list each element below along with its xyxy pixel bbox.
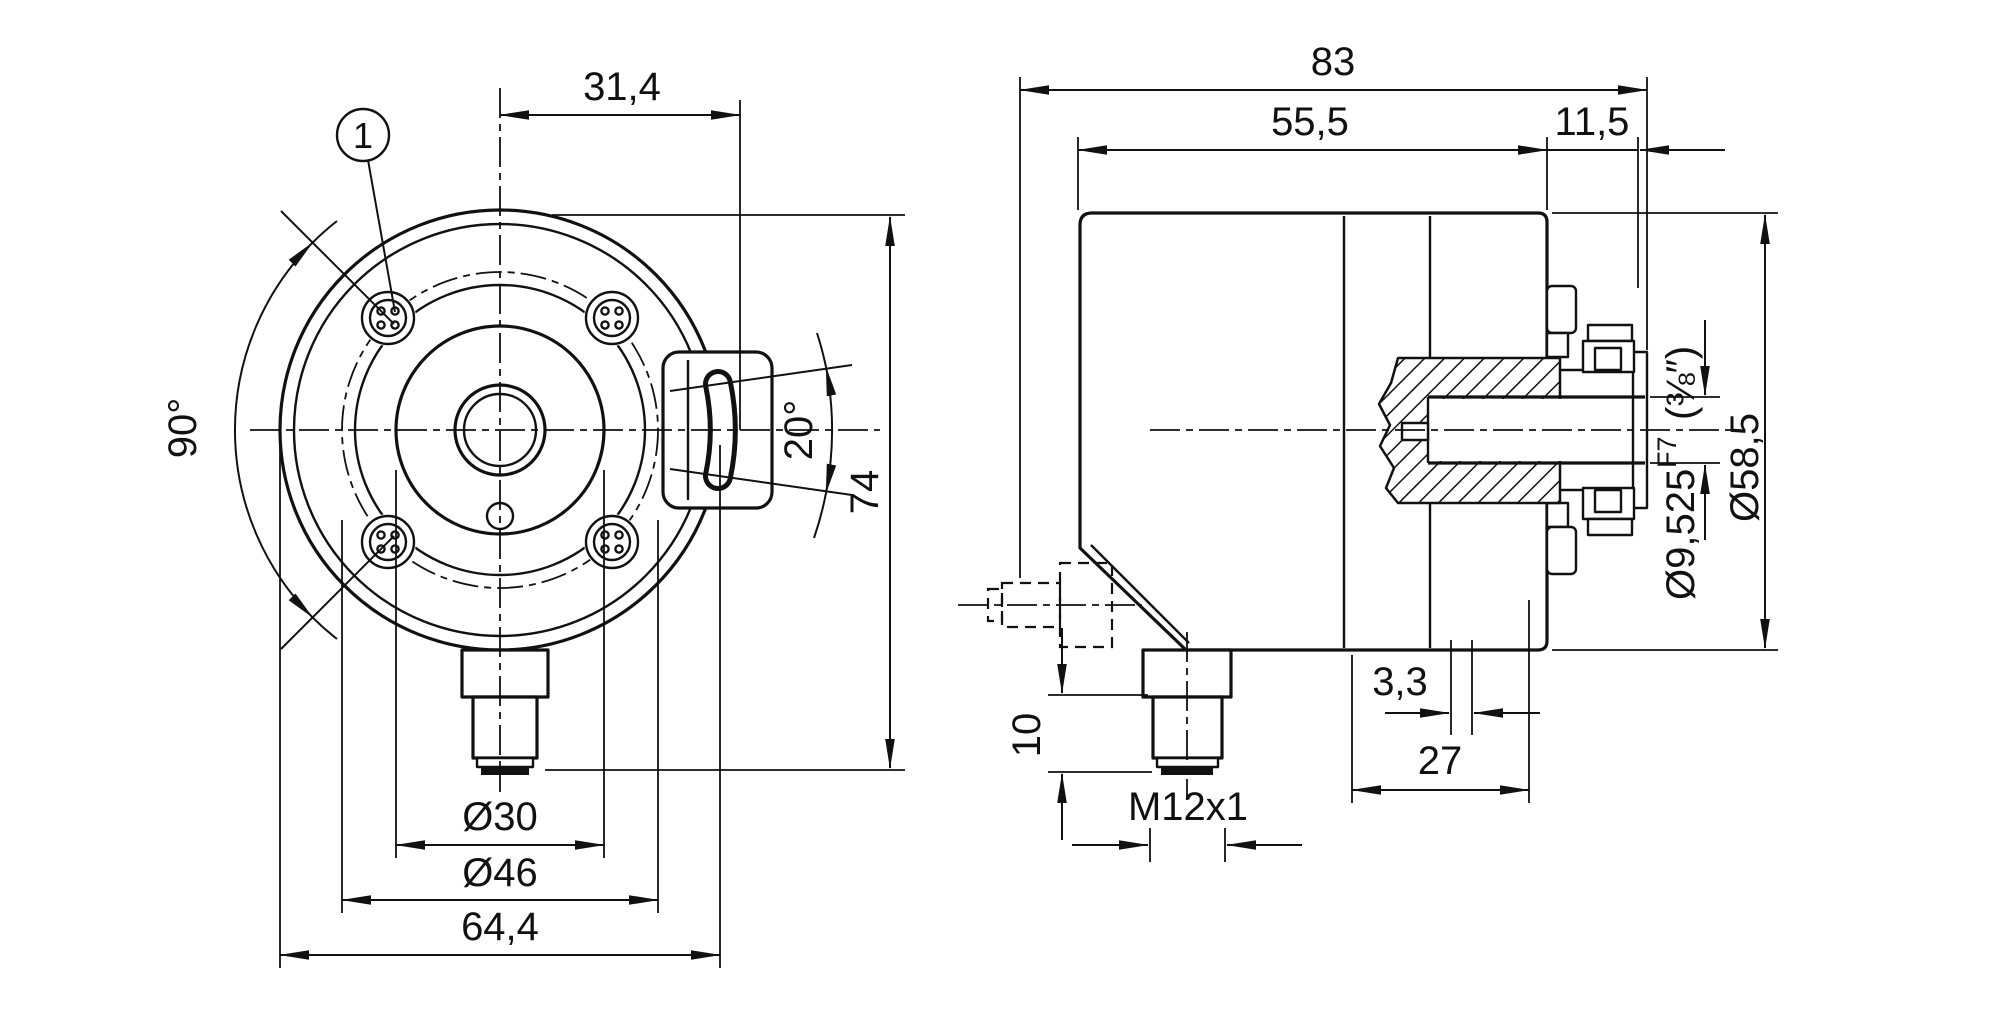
- dim-dia-30: Ø30: [395, 470, 605, 858]
- dim-27: 27: [1351, 600, 1530, 803]
- angle-20-label: 20°: [777, 400, 821, 461]
- dim-10: 10: [1005, 628, 1152, 840]
- mounting-screw: [584, 290, 640, 346]
- dim-64-4-label: 64,4: [461, 905, 539, 949]
- dim-74-label: 74: [843, 470, 887, 515]
- shaft-inch-label: (⅜″): [1659, 346, 1703, 420]
- dim-3-3: 3,3: [1372, 640, 1540, 735]
- dim-10-label: 10: [1005, 713, 1049, 758]
- callout-1: 1: [335, 107, 396, 313]
- dim-64-4: 64,4: [279, 445, 721, 968]
- shaft-dia-label: Ø9,525: [1659, 469, 1703, 600]
- mounting-screw: [584, 514, 640, 570]
- dim-55-5-label: 55,5: [1271, 100, 1349, 144]
- angle-20-dim: 20°: [669, 332, 853, 539]
- encoder-body: [1078, 211, 1549, 652]
- chamfer: [1090, 544, 1190, 644]
- dim-dia-46-label: Ø46: [462, 851, 538, 895]
- dim-55-5: 55,5: [1077, 100, 1548, 210]
- dim-shaft-dia: Ø9,525 F7 (⅜″): [1650, 320, 1720, 600]
- clamp-ring: [1581, 323, 1636, 537]
- shaft-fit-label: F7: [1652, 436, 1682, 468]
- dim-m12: M12x1: [1072, 785, 1302, 862]
- angle-90-label: 90°: [161, 398, 205, 459]
- dim-dia-58-5: Ø58,5: [1552, 212, 1778, 651]
- front-view: 90° 20° 1 31,4 74: [161, 65, 905, 968]
- dim-83: 83: [1019, 40, 1648, 578]
- dim-31-4: 31,4: [499, 65, 741, 430]
- side-view: 83 55,5 11,5 Ø9,525 F7 (⅜″): [958, 40, 1778, 862]
- dia-58-5-label: Ø58,5: [1723, 413, 1767, 522]
- dim-dia-30-label: Ø30: [462, 795, 538, 839]
- angle-90-dim: 90°: [161, 210, 395, 650]
- dim-11-5-label: 11,5: [1555, 100, 1630, 144]
- dim-3-3-label: 3,3: [1372, 660, 1428, 704]
- dim-dia-46: Ø46: [341, 520, 659, 913]
- dim-27-label: 27: [1418, 739, 1463, 783]
- dim-31-4-label: 31,4: [583, 65, 661, 109]
- m12-thread-label: M12x1: [1128, 785, 1248, 829]
- bore-end-detail: [1400, 421, 1430, 442]
- m12-connector-front: [460, 648, 550, 775]
- callout-1-label: 1: [353, 115, 373, 156]
- dim-11-5: 11,5: [1547, 100, 1725, 288]
- dim-74: 74: [545, 214, 905, 771]
- dim-83-label: 83: [1311, 40, 1356, 84]
